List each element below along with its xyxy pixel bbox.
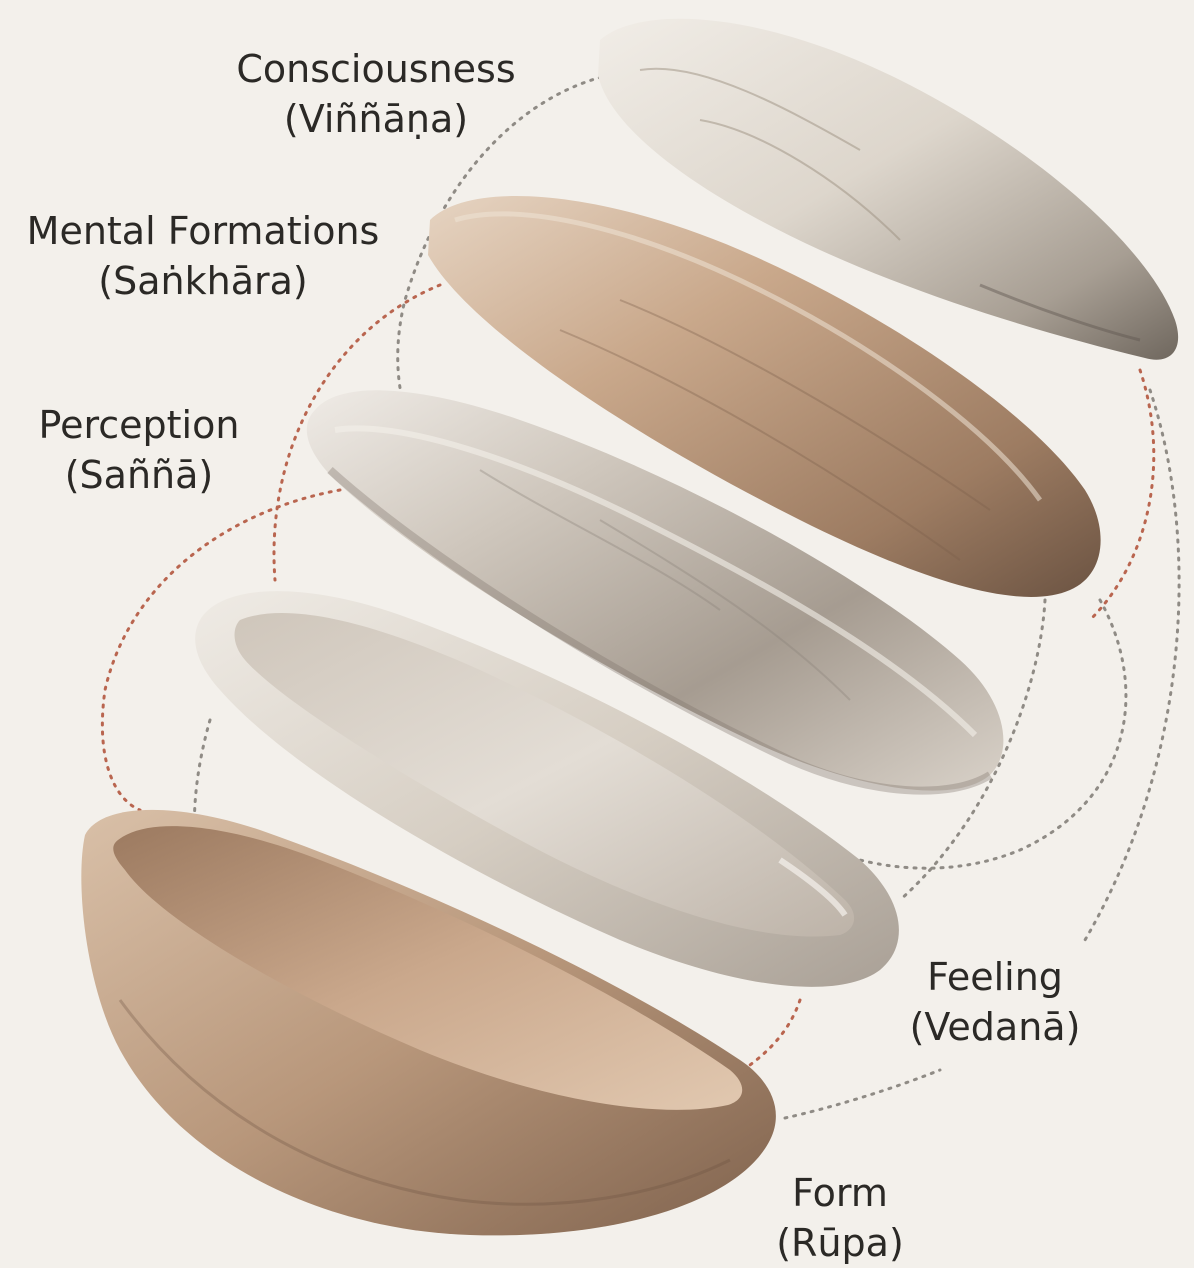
label-consciousness-name: Consciousness: [226, 44, 526, 94]
label-perception-pali: (Saññā): [24, 450, 254, 500]
label-consciousness: Consciousness (Viññāṇa): [226, 44, 526, 144]
label-form-name: Form: [760, 1168, 920, 1218]
dotted-orbit-form: [750, 1000, 800, 1065]
label-perception: Perception (Saññā): [24, 400, 254, 500]
label-form-pali: (Rūpa): [760, 1218, 920, 1268]
label-mental-formations: Mental Formations (Saṅkhāra): [18, 206, 388, 306]
dotted-orbit-form-bottom: [785, 1070, 940, 1118]
label-feeling: Feeling (Vedanā): [900, 952, 1090, 1052]
dotted-orbit-right-outer: [1085, 390, 1179, 940]
label-feeling-name: Feeling: [900, 952, 1090, 1002]
label-consciousness-pali: (Viññāṇa): [226, 94, 526, 144]
label-perception-name: Perception: [24, 400, 254, 450]
label-form: Form (Rūpa): [760, 1168, 920, 1268]
label-feeling-pali: (Vedanā): [900, 1002, 1090, 1052]
label-mental-formations-pali: (Saṅkhāra): [18, 256, 388, 306]
label-mental-formations-name: Mental Formations: [18, 206, 388, 256]
dotted-orbit-mental-formations-right: [1090, 370, 1154, 620]
